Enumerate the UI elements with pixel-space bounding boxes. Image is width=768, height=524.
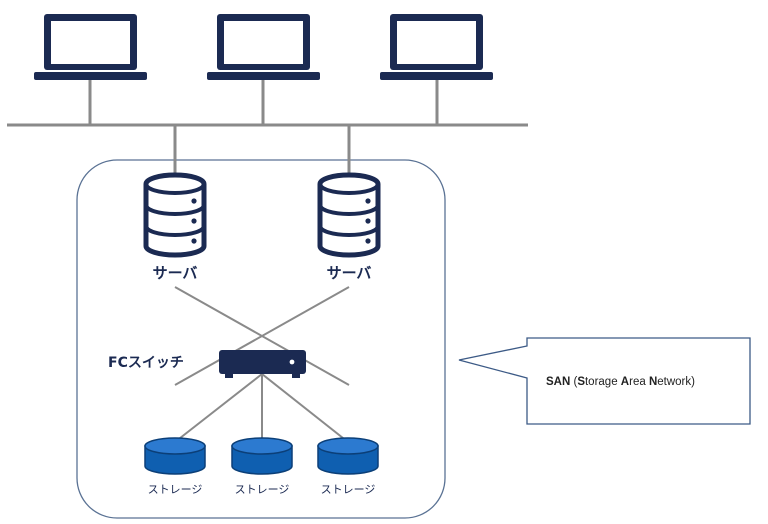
laptop-icon bbox=[380, 14, 493, 80]
fc-switch-label: FCスイッチ bbox=[108, 355, 184, 371]
server-label: サーバ bbox=[327, 264, 372, 282]
storage-icon bbox=[231, 437, 293, 475]
server-switch-link bbox=[174, 286, 350, 386]
san-callout bbox=[458, 337, 751, 425]
storage-label: ストレージ bbox=[235, 483, 290, 496]
laptop-icon bbox=[34, 14, 147, 80]
storage-icon bbox=[317, 437, 379, 475]
laptop-icon bbox=[207, 14, 320, 80]
server-icon bbox=[143, 172, 207, 258]
storage-label: ストレージ bbox=[321, 483, 376, 496]
switch-storage-link bbox=[261, 373, 349, 443]
switch-icon bbox=[219, 350, 306, 378]
switch-storage-link bbox=[174, 373, 263, 443]
storage-icon bbox=[144, 437, 206, 475]
san-callout-text: SAN (Storage Area Network) bbox=[546, 376, 695, 388]
server-label: サーバ bbox=[153, 264, 198, 282]
server-icon bbox=[317, 172, 381, 258]
storage-label: ストレージ bbox=[148, 483, 203, 496]
